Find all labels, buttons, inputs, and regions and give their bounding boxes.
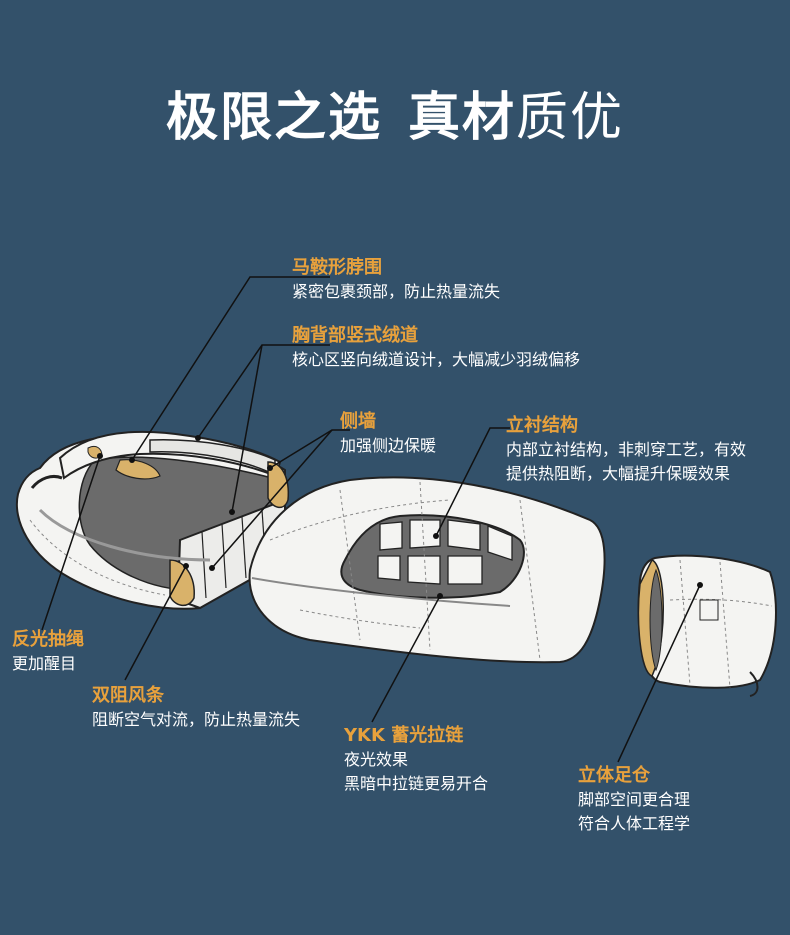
left-zipper [38, 508, 211, 562]
callout-heading: 侧墙 [340, 411, 376, 432]
callout-heading: 立衬结构 [506, 415, 578, 436]
callout-heading: 反光抽绳 [12, 629, 84, 650]
callout-side-wall: 侧墙 加强侧边保暖 [340, 410, 436, 458]
footbox-quilting [669, 559, 773, 689]
callout-heading: 胸背部竖式绒道 [292, 325, 418, 346]
callout-saddle-collar: 马鞍形脖围 紧密包裹颈部，防止热量流失 [292, 256, 500, 304]
callout-desc-line2: 提供热阻断，大幅提升保暖效果 [506, 464, 731, 483]
side-wall-down-right [267, 461, 290, 509]
callout-desc: 加强侧边保暖 [340, 436, 437, 455]
middle-baffle-cells [377, 519, 513, 585]
footbox-loop [749, 671, 759, 697]
title-part2-light: 质优 [516, 88, 625, 148]
callout-vertical-channels: 胸背部竖式绒道 核心区竖向绒道设计，大幅减少羽绒偏移 [292, 324, 580, 372]
collar-down [115, 459, 161, 480]
callout-desc: 紧密包裹颈部，防止热量流失 [292, 282, 501, 301]
callout-heading: 双阻风条 [92, 685, 164, 706]
callout-desc-line2: 黑暗中拉链更易开合 [344, 774, 489, 793]
callout-desc: 阻断空气对流，防止热量流失 [92, 710, 301, 729]
callout-baffle-structure: 立衬结构 内部立衬结构，非刺穿工艺，有效 提供热阻断，大幅提升保暖效果 [506, 414, 746, 486]
footbox-shell [637, 554, 777, 689]
page-title: 极限之选真材质优 [0, 92, 790, 144]
side-wall-down-left [169, 559, 195, 607]
title-part2-bold: 真材 [407, 88, 516, 148]
callout-desc-line1: 内部立衬结构，非刺穿工艺，有效 [506, 440, 747, 459]
callout-heading: YKK 蓄光拉链 [344, 725, 464, 746]
callout-reflective-cord: 反光抽绳 更加醒目 [12, 628, 84, 676]
title-part1: 极限之选 [165, 88, 382, 148]
leader-lines [41, 276, 701, 763]
footbox-inner [649, 568, 663, 672]
callout-desc: 更加醒目 [12, 654, 77, 673]
middle-section [248, 476, 606, 664]
reflective-cord [30, 474, 63, 489]
callout-heading: 立体足仓 [578, 765, 650, 786]
callout-desc-line2: 符合人体工程学 [578, 814, 691, 833]
callout-heading: 马鞍形脖围 [292, 257, 382, 278]
callout-desc-line1: 夜光效果 [344, 750, 409, 769]
leader-dots [97, 435, 703, 599]
middle-zipper [251, 577, 511, 607]
callout-footbox: 立体足仓 脚部空间更合理 符合人体工程学 [578, 764, 690, 836]
callout-desc: 核心区竖向绒道设计，大幅减少羽绒偏移 [292, 350, 581, 369]
back-wall [149, 438, 276, 477]
callout-ykk-zipper: YKK 蓄光拉链 夜光效果 黑暗中拉链更易开合 [344, 724, 488, 796]
footbox-tab [699, 599, 719, 621]
footbox-section [637, 554, 777, 697]
middle-quilting [269, 481, 541, 661]
callout-desc-line1: 脚部空间更合理 [578, 790, 691, 809]
callout-draft-tube: 双阻风条 阻断空气对流，防止热量流失 [92, 684, 300, 732]
